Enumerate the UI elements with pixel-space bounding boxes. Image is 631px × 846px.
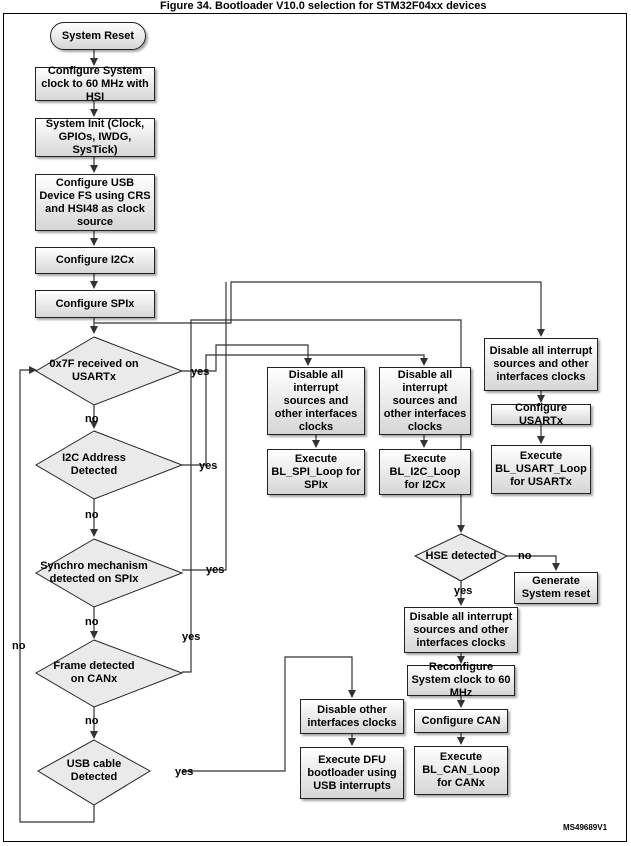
diamond-i2c [35, 430, 184, 500]
hse-yes-label: yes [454, 585, 473, 597]
decision-usb-text: USB cable Detected [66, 758, 122, 783]
decision-spi-text: Synchro mechanism detected on SPIx [40, 560, 148, 585]
system-init-box: System Init (Clock, GPIOs, IWDG, SysTick… [35, 118, 155, 157]
can-disable-box: Disable all interrupt sources and other … [404, 607, 518, 653]
spi-disable-box: Disable all interrupt sources and other … [267, 367, 365, 435]
usart-execute-box: Execute BL_USART_Loop for USARTx [491, 445, 591, 494]
diamond-can [35, 639, 184, 708]
can-yes-label: yes [182, 631, 201, 643]
i2c-disable-box: Disable all interrupt sources and other … [379, 367, 471, 435]
decision-usart-text: 0x7F received on USARTx [49, 358, 139, 383]
usart-yes-label: yes [191, 366, 210, 378]
configure-clock-box: Configure System clock to 60 MHz with HS… [35, 65, 155, 103]
page-title: Figure 34. Bootloader V10.0 selection fo… [160, 0, 487, 12]
loop-no-label: no [12, 640, 26, 652]
decision-hse-text: HSE detected [425, 549, 497, 562]
system-reset-terminator: System Reset [50, 22, 146, 50]
spi-yes-label: yes [206, 564, 225, 576]
i2c-execute-box: Execute BL_I2C_Loop for I2Cx [379, 449, 471, 495]
usb-disable-box: Disable other interfaces clocks [300, 699, 404, 734]
usb-execute-box: Execute DFU bootloader using USB interru… [300, 747, 404, 799]
spi-execute-box: Execute BL_SPI_Loop for SPIx [267, 449, 365, 495]
usart-no-label: no [85, 413, 99, 425]
can-no-label: no [85, 715, 99, 727]
figure-id: MS49689V1 [563, 823, 608, 832]
decision-can-text: Frame detected on CANx [53, 660, 135, 685]
usb-yes-label: yes [175, 766, 194, 778]
hse-no-label: no [518, 550, 532, 562]
i2c-yes-label: yes [199, 460, 218, 472]
diamond-spi [35, 538, 184, 608]
figure-frame [3, 13, 627, 842]
can-configure-box: Configure CAN [414, 709, 508, 733]
i2c-no-label: no [85, 509, 99, 521]
configure-spi-box: Configure SPIx [35, 290, 155, 318]
spi-no-label: no [85, 616, 99, 628]
decision-i2c-text: I2C Address Detected [62, 452, 126, 477]
diamond-usb [37, 739, 151, 806]
diamond-usart [35, 336, 184, 406]
can-execute-box: Execute BL_CAN_Loop for CANx [414, 746, 508, 795]
usart-disable-box: Disable all interrupt sources and other … [484, 338, 598, 391]
configure-usb-box: Configure USB Device FS using CRS and HS… [35, 174, 155, 231]
diamond-hse [413, 533, 509, 582]
usart-configure-box: Configure USARTx [491, 402, 591, 427]
configure-i2c-box: Configure I2Cx [35, 247, 155, 274]
generate-reset-box: Generate System reset [514, 572, 598, 604]
can-reconfigure-box: Reconfigure System clock to 60 MHz [407, 661, 515, 699]
